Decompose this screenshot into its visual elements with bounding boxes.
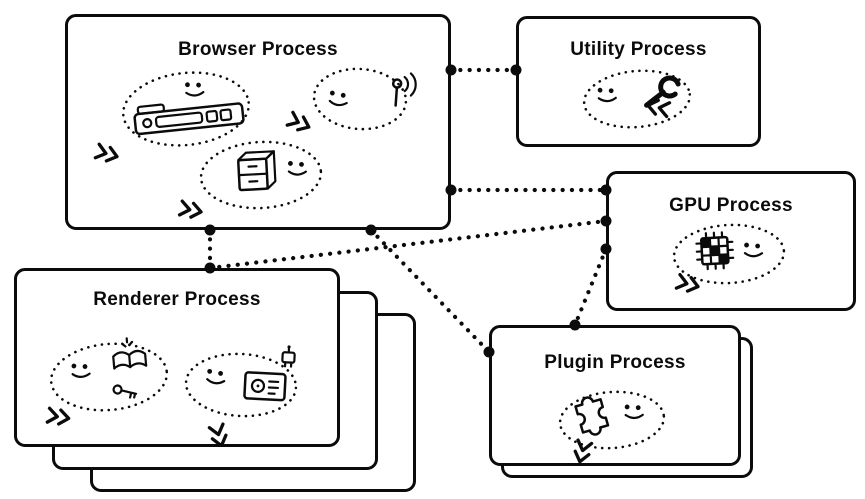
renderer-process-doodle [45, 337, 298, 444]
media-player-icon [243, 371, 287, 402]
connector-gpu-plugin [572, 246, 609, 328]
smiley-face-icon [286, 159, 308, 177]
key-icon [112, 384, 138, 399]
smiley-face-icon [183, 79, 205, 98]
robot-icon [281, 345, 296, 368]
file-cabinet-icon [237, 150, 277, 192]
plugin-process-doodle [558, 390, 666, 463]
renderer-process-title: Renderer Process [93, 289, 261, 310]
chevron-arrows-icon [207, 422, 230, 444]
chevron-arrows-icon [93, 142, 121, 166]
signal-antenna-icon [391, 72, 417, 107]
chevron-arrows-icon [285, 110, 314, 136]
storage-blob [177, 140, 323, 221]
network-blob [285, 67, 417, 136]
browser-ui-blob [93, 71, 251, 166]
browser-toolbar-icon [133, 102, 245, 136]
chevron-arrows-icon [177, 199, 205, 221]
renderer-process-node: Renderer Process [14, 268, 340, 447]
browser-process-node: Browser Process [65, 14, 451, 230]
book-icon [112, 337, 148, 370]
smiley-face-icon [328, 89, 349, 107]
plugin-process-node: Plugin Process [489, 325, 741, 466]
plugin-process-title: Plugin Process [544, 352, 686, 373]
gpu-process-doodle [672, 223, 786, 296]
plugin-blob [558, 390, 666, 463]
utility-process-doodle [582, 69, 692, 129]
gpu-process-title: GPU Process [669, 195, 793, 216]
puzzle-piece-icon [574, 396, 610, 436]
renderer-media-blob [184, 345, 298, 444]
renderer-book-blob [45, 337, 169, 427]
smiley-face-icon [596, 85, 618, 103]
smiley-face-icon [742, 240, 764, 258]
utility-blob [582, 69, 692, 129]
utility-process-node: Utility Process [516, 16, 761, 147]
smiley-face-icon [623, 402, 644, 420]
browser-process-title: Browser Process [178, 39, 338, 60]
gpu-chip-icon [695, 231, 735, 271]
smiley-face-icon [70, 361, 91, 379]
chevron-arrows-icon [674, 272, 702, 296]
smiley-face-icon [205, 367, 226, 385]
utility-process-title: Utility Process [570, 39, 707, 60]
gpu-process-node: GPU Process [606, 171, 856, 311]
chevron-arrows-icon [45, 406, 72, 427]
gpu-blob [672, 223, 786, 296]
browser-process-doodle [93, 67, 417, 221]
